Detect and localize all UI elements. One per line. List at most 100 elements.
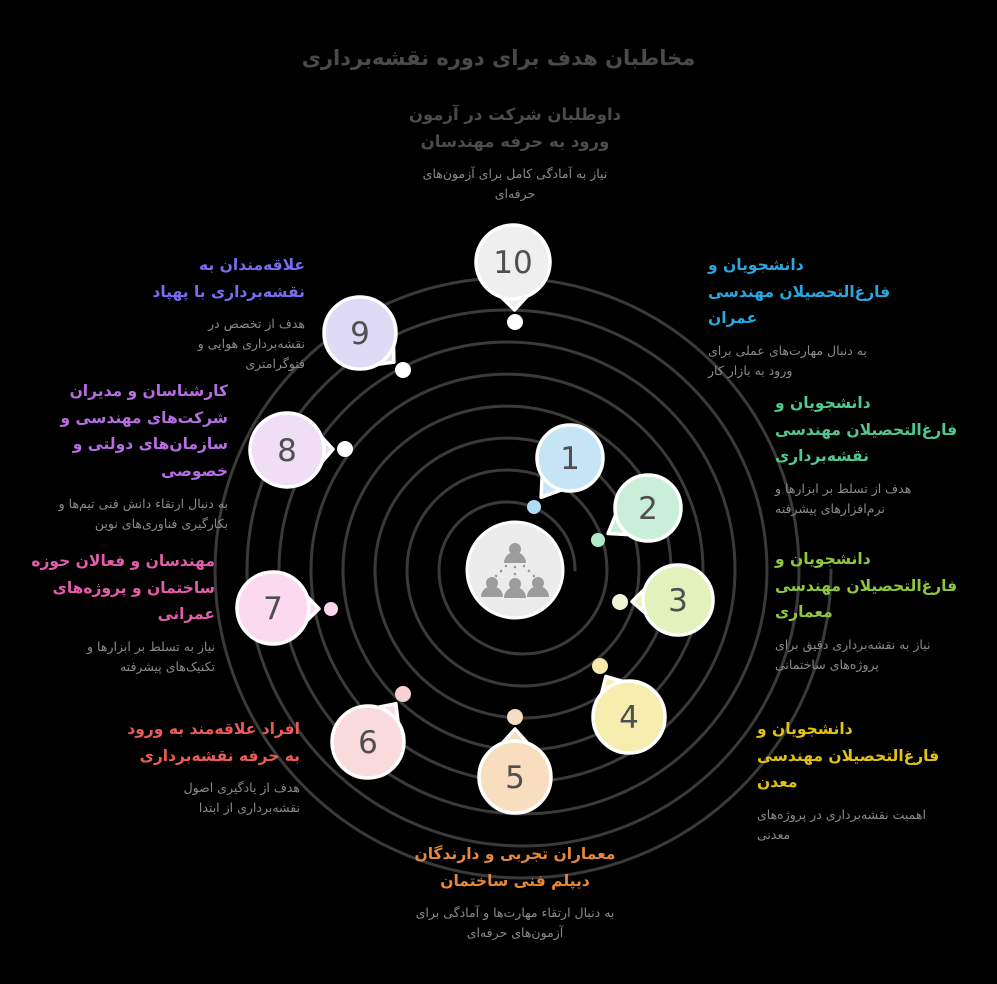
dot-3 <box>612 594 628 610</box>
item-1-heading: دانشجویان و فارغ‌التحصیلان مهندسی عمران <box>708 252 993 332</box>
item-2-description: هدف از تسلط بر ابزارها و نرم‌افزارهای پی… <box>775 479 995 519</box>
desc-line: نیاز به آمادگی کامل برای آزمون‌های <box>422 166 608 182</box>
dot-2 <box>591 533 605 547</box>
desc-line: نقشه‌برداری از ابتدا <box>198 800 300 816</box>
desc-line: نقشه‌برداری هوایی و <box>197 336 305 352</box>
heading-line: به حرفه نقشه‌برداری <box>139 746 300 765</box>
item-8-description: به دنبال ارتقاء دانش فنی تیم‌ها و بکارگی… <box>10 494 228 534</box>
desc-line: نیاز به نقشه‌برداری دقیق برای <box>775 636 931 652</box>
bubble-6: 6 <box>330 701 406 780</box>
heading-line: معدن <box>757 773 798 792</box>
desc-line: هدف از تسلط بر ابزارها و <box>775 480 912 496</box>
heading-line: مهندسان و فعالان حوزه <box>31 552 215 570</box>
dot-5 <box>507 709 523 725</box>
heading-line: معماری <box>775 603 833 622</box>
heading-line: علاقه‌مندان به <box>199 256 305 274</box>
item-7-description: نیاز به تسلط بر ابزارها و تکنیک‌های پیشر… <box>10 637 215 677</box>
desc-line: فتوگرامتری <box>245 356 305 372</box>
item-10-text: داوطلبان شرکت در آزمون ورود به حرفه مهند… <box>330 102 700 204</box>
item-4-description: اهمیت نقشه‌برداری در پروژه‌های معدنی <box>757 805 995 845</box>
desc-line: ورود به بازار کار <box>708 362 793 378</box>
item-4-text: دانشجویان و فارغ‌التحصیلان مهندسی معدن ا… <box>757 716 995 845</box>
item-3-text: دانشجویان و فارغ‌التحصیلان مهندسی معماری… <box>775 546 995 675</box>
desc-line: بکارگیری فناوری‌های نوین <box>94 515 228 531</box>
dot-6 <box>395 686 411 702</box>
item-10-heading: داوطلبان شرکت در آزمون ورود به حرفه مهند… <box>330 102 700 155</box>
bubble-7-number: 7 <box>263 591 283 627</box>
desc-line: حرفه‌ای <box>494 186 536 202</box>
bubble-2: 2 <box>606 473 683 543</box>
dot-1 <box>527 500 541 514</box>
item-9-description: هدف از تخصص در نقشه‌برداری هوایی و فتوگر… <box>60 314 305 374</box>
bubble-4: 4 <box>591 674 667 755</box>
dot-8 <box>337 441 353 457</box>
desc-line: هدف از تخصص در <box>208 316 305 332</box>
item-8-heading: کارشناسان و مدیران شرکت‌های مهندسی و ساز… <box>10 378 228 485</box>
item-7-heading: مهندسان و فعالان حوزه ساختمان و پروژه‌ها… <box>10 548 215 628</box>
dot-7 <box>324 602 338 616</box>
heading-line: افراد علاقه‌مند به ورود <box>127 720 300 738</box>
item-6-text: افراد علاقه‌مند به ورود به حرفه نقشه‌برد… <box>40 716 300 818</box>
heading-line: شرکت‌های مهندسی و <box>60 408 228 427</box>
bubble-10: 10 <box>474 223 552 312</box>
dot-4 <box>592 658 608 674</box>
audience-people-icon <box>481 543 549 598</box>
heading-line: معماران تجربی و دارندگان <box>414 845 616 863</box>
item-2-text: دانشجویان و فارغ‌التحصیلان مهندسی نقشه‌ب… <box>775 390 995 519</box>
item-2-heading: دانشجویان و فارغ‌التحصیلان مهندسی نقشه‌ب… <box>775 390 995 470</box>
bubble-10-number: 10 <box>493 245 532 281</box>
heading-line: ورود به حرفه مهندسان <box>420 131 610 151</box>
heading-line: دانشجویان و <box>708 256 804 274</box>
item-7-text: مهندسان و فعالان حوزه ساختمان و پروژه‌ها… <box>10 548 215 677</box>
item-8-text: کارشناسان و مدیران شرکت‌های مهندسی و ساز… <box>10 378 228 534</box>
desc-line: پروژه‌های ساختمانی <box>775 656 879 672</box>
heading-line: فارغ‌التحصیلان مهندسی <box>708 282 891 301</box>
bubble-6-number: 6 <box>358 725 378 761</box>
bubble-8: 8 <box>248 411 335 489</box>
center-circle <box>465 520 565 620</box>
bubble-8-number: 8 <box>277 433 297 469</box>
desc-line: به دنبال مهارت‌های عملی برای <box>708 342 867 358</box>
desc-line: هدف از یادگیری اصول <box>183 780 300 796</box>
bubble-9: 9 <box>322 295 398 371</box>
heading-line: خصوصی <box>161 461 228 480</box>
bubble-3: 3 <box>630 563 715 637</box>
desc-line: به دنبال ارتقاء دانش فنی تیم‌ها و <box>58 495 228 511</box>
bubble-5-number: 5 <box>505 760 525 796</box>
item-5-text: معماران تجربی و دارندگان دیپلم فنی ساختم… <box>355 841 675 943</box>
desc-line: تکنیک‌های پیشرفته <box>119 658 215 674</box>
heading-line: دیپلم فنی ساختمان <box>440 871 590 890</box>
item-10-description: نیاز به آمادگی کامل برای آزمون‌های حرفه‌… <box>330 164 700 204</box>
heading-line: نقشه‌برداری <box>775 447 870 466</box>
heading-line: دانشجویان و <box>775 550 871 568</box>
heading-line: ساختمان و پروژه‌های <box>52 578 215 597</box>
heading-line: دانشجویان و <box>757 720 853 738</box>
item-6-heading: افراد علاقه‌مند به ورود به حرفه نقشه‌برد… <box>40 716 300 769</box>
item-6-description: هدف از یادگیری اصول نقشه‌برداری از ابتدا <box>40 778 300 818</box>
heading-line: عمرانی <box>157 605 215 624</box>
item-9-text: علاقه‌مندان به نقشه‌برداری با پهپاد هدف … <box>60 252 305 374</box>
desc-line: نرم‌افزارهای پیشرفته <box>775 500 885 516</box>
heading-line: سازمان‌های دولتی و <box>72 435 228 454</box>
bubble-4-number: 4 <box>619 700 639 736</box>
dot-9 <box>395 362 411 378</box>
heading-line: کارشناسان و مدیران <box>69 382 228 400</box>
desc-line: اهمیت نقشه‌برداری در پروژه‌های <box>757 806 926 822</box>
desc-line: آزمون‌های حرفه‌ای <box>466 925 564 941</box>
item-9-heading: علاقه‌مندان به نقشه‌برداری با پهپاد <box>60 252 305 305</box>
heading-line: داوطلبان شرکت در آزمون <box>408 105 622 124</box>
center-hub <box>465 520 565 620</box>
heading-line: فارغ‌التحصیلان مهندسی <box>775 576 958 595</box>
bubble-2-number: 2 <box>638 491 658 527</box>
item-1-text: دانشجویان و فارغ‌التحصیلان مهندسی عمران … <box>708 252 993 381</box>
bubble-1-number: 1 <box>560 441 580 477</box>
desc-line: معدنی <box>757 826 791 842</box>
heading-line: فارغ‌التحصیلان مهندسی <box>757 746 940 765</box>
page-title: مخاطبان هدف برای دوره نقشه‌برداری <box>301 46 696 70</box>
item-5-description: به دنبال ارتقاء مهارت‌ها و آمادگی برای آ… <box>355 903 675 943</box>
heading-line: فارغ‌التحصیلان مهندسی <box>775 420 958 439</box>
bubble-5: 5 <box>477 727 553 815</box>
item-5-heading: معماران تجربی و دارندگان دیپلم فنی ساختم… <box>355 841 675 894</box>
